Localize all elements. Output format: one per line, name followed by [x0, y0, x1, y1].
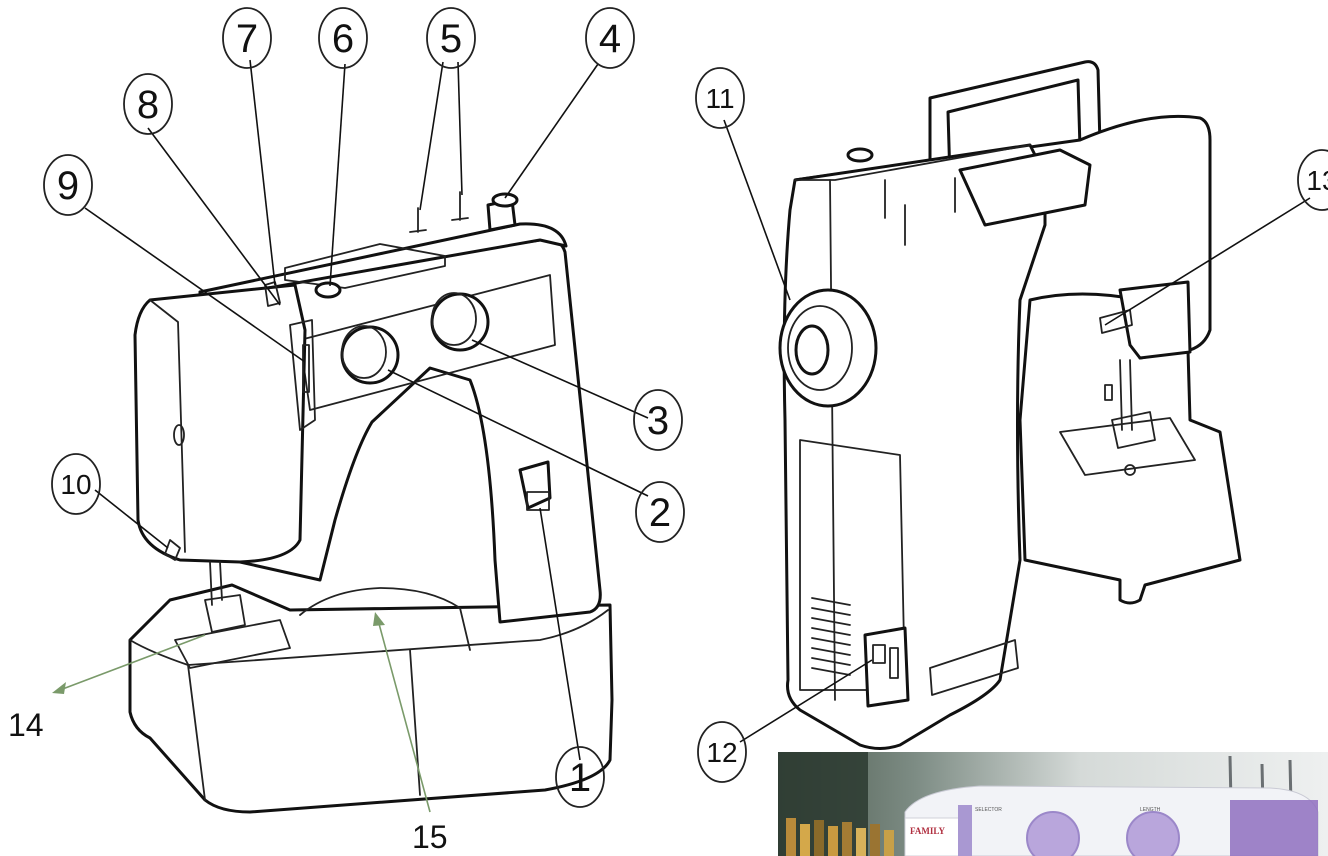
- callout-8: 8: [123, 73, 173, 135]
- callout-7: 7: [222, 7, 272, 69]
- callout-13-number: 13: [1306, 165, 1328, 196]
- callout-10: 10: [51, 453, 101, 515]
- callout-6-number: 6: [332, 17, 354, 61]
- callout-10-number: 10: [60, 469, 91, 500]
- front-view-callouts: 1 2 3 4 5 6 7 8: [8, 7, 685, 855]
- callout-11: 11: [695, 67, 745, 129]
- callout-4: 4: [585, 7, 635, 69]
- callout-1: 1: [555, 746, 605, 808]
- callout-12-number: 12: [706, 737, 737, 768]
- photo-brand-label: FAMILY: [910, 826, 946, 836]
- callout-9-number: 9: [57, 164, 79, 208]
- rear-view-callouts: 11 13 12: [695, 67, 1328, 783]
- label-14: 14: [8, 707, 44, 743]
- callout-2: 2: [635, 481, 685, 543]
- callout-9: 9: [43, 154, 93, 216]
- callout-12: 12: [697, 721, 747, 783]
- callout-7-number: 7: [236, 17, 258, 61]
- callout-8-number: 8: [137, 83, 159, 127]
- callout-3-number: 3: [647, 399, 669, 443]
- callout-3: 3: [633, 389, 683, 451]
- inset-photo: SELECTOR LENGTH FAMILY: [778, 752, 1328, 856]
- front-view-machine: [128, 191, 614, 814]
- callout-11-number: 11: [705, 83, 734, 114]
- callout-2-number: 2: [649, 491, 671, 535]
- photo-dial-left-label: SELECTOR: [975, 807, 1002, 813]
- photo-dial-right-label: LENGTH: [1140, 807, 1161, 813]
- callout-1-number: 1: [569, 756, 591, 800]
- arrow-14-head: [52, 682, 66, 694]
- rear-view-machine: [778, 60, 1242, 750]
- callout-5-number: 5: [440, 17, 462, 61]
- vent-grille: [811, 597, 851, 676]
- label-15: 15: [412, 819, 448, 855]
- photo-selector-dial: [1026, 811, 1080, 856]
- callout-6: 6: [318, 7, 368, 69]
- callout-5: 5: [426, 7, 476, 69]
- callout-13: 13: [1297, 149, 1328, 211]
- arrow-15-head: [373, 612, 385, 626]
- callout-4-number: 4: [599, 17, 621, 61]
- photo-length-dial: [1126, 811, 1180, 856]
- photo-thread-spools: [786, 818, 894, 856]
